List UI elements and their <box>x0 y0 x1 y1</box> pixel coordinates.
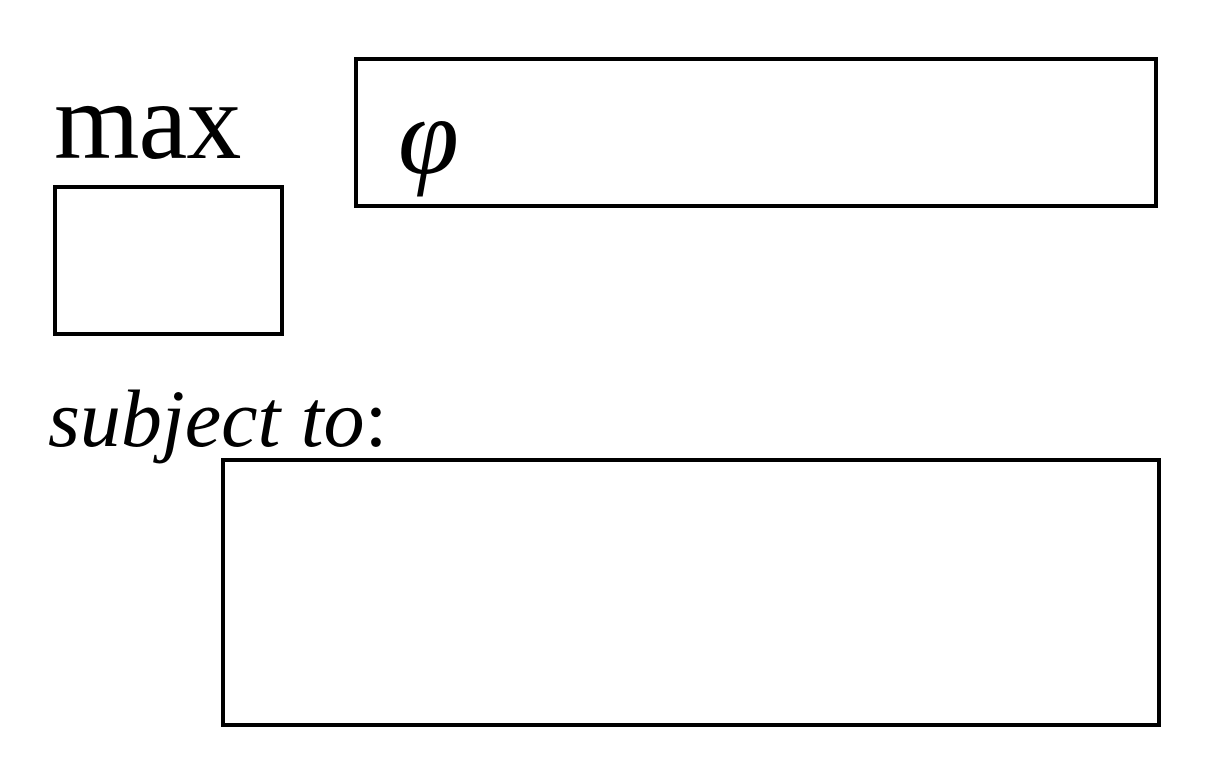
max-subscript-input-box[interactable] <box>53 185 284 336</box>
subject-to-text: subject to <box>48 373 365 464</box>
constraints-input-box[interactable] <box>221 458 1161 727</box>
subject-to-colon: : <box>364 373 388 464</box>
subject-to-label: subject to: <box>48 378 387 460</box>
objective-phi-symbol: φ <box>398 75 459 197</box>
max-operator-label: max <box>54 60 241 182</box>
objective-input-box[interactable]: φ <box>354 57 1158 208</box>
